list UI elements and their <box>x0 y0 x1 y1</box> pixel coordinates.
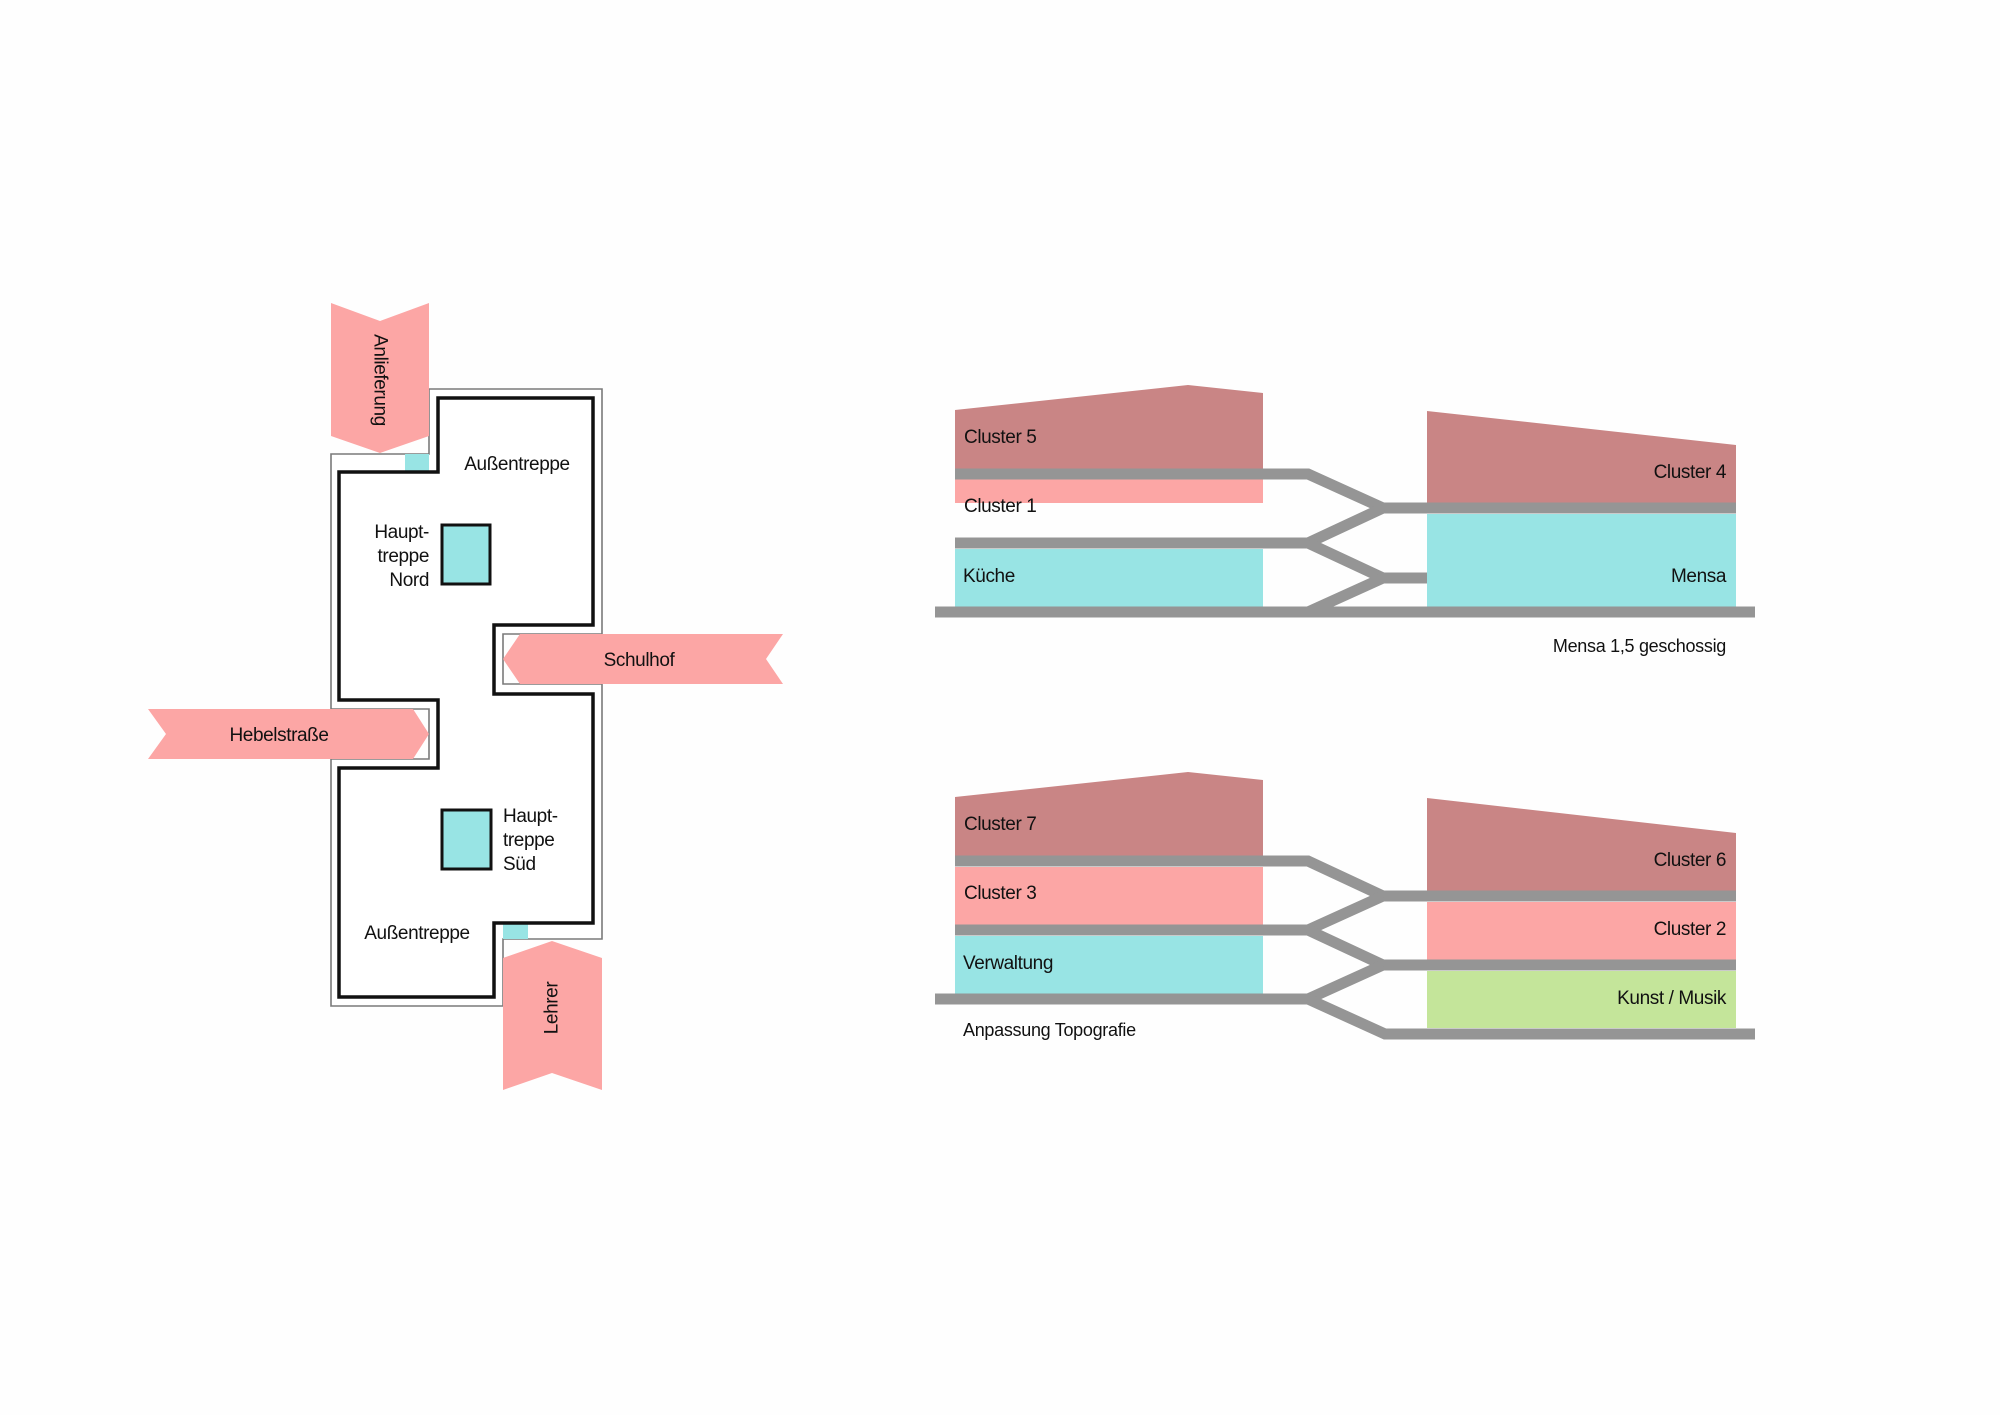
main-stair-south-label-line1: Haupt- <box>503 806 558 827</box>
label-cluster-4: Cluster 4 <box>1654 462 1727 483</box>
slab-line <box>955 468 1736 514</box>
access-arrow-label: Anlieferung <box>370 334 391 426</box>
main-stair-south-label-line2: treppe <box>503 830 554 851</box>
access-arrow-hebelstrasse: Hebelstraße <box>148 709 429 759</box>
section-diagram-top: Cluster 5 Cluster 1 Küche Cluster 4 Mens… <box>935 385 1755 656</box>
access-arrow-schulhof: Schulhof <box>503 634 783 684</box>
volume-cluster-7 <box>955 772 1263 856</box>
access-arrow-label: Hebelstraße <box>229 725 328 746</box>
volume-verwaltung <box>955 936 1263 994</box>
main-stair-north <box>440 523 492 586</box>
main-stair-south <box>440 808 493 871</box>
access-arrow-lehrer: Lehrer <box>503 941 602 1090</box>
outer-stair-south-patch <box>503 922 528 939</box>
arrow-right-icon <box>148 709 429 759</box>
outer-stair-north-patch <box>405 454 429 472</box>
section-diagram-bottom: Cluster 7 Cluster 3 Verwaltung Cluster 6… <box>935 772 1755 1040</box>
arrow-left-icon <box>503 634 783 684</box>
slab-line <box>955 855 1736 902</box>
main-stair-north-label-line2: treppe <box>378 546 429 567</box>
label-cluster-3: Cluster 3 <box>964 883 1036 904</box>
volume-mensa <box>1427 514 1736 607</box>
volume-cluster-6 <box>1427 798 1736 891</box>
outer-stair-north-label: Außentreppe <box>464 454 569 475</box>
label-kueche: Küche <box>963 566 1015 587</box>
volume-cluster-1 <box>955 479 1263 503</box>
label-cluster-1: Cluster 1 <box>964 496 1036 517</box>
section-caption: Anpassung Topografie <box>963 1020 1136 1040</box>
volume-kueche <box>955 549 1263 607</box>
section-caption: Mensa 1,5 geschossig <box>1553 636 1726 656</box>
volume-cluster-4 <box>1427 411 1736 503</box>
outer-stair-south-label: Außentreppe <box>364 923 469 944</box>
label-verwaltung: Verwaltung <box>963 953 1053 974</box>
label-cluster-5: Cluster 5 <box>964 427 1036 448</box>
access-arrow-anlieferung: Anlieferung <box>331 303 429 453</box>
label-kunst-musik: Kunst / Musik <box>1617 988 1727 1009</box>
access-arrow-label: Schulhof <box>604 650 676 671</box>
access-arrow-label: Lehrer <box>542 981 563 1035</box>
label-mensa: Mensa <box>1671 566 1727 587</box>
volume-cluster-3 <box>955 867 1263 925</box>
label-cluster-7: Cluster 7 <box>964 814 1036 835</box>
main-stair-north-label-line1: Haupt- <box>374 522 429 543</box>
arrow-down-icon <box>331 303 429 453</box>
volume-cluster-5 <box>955 385 1263 469</box>
volume-kunst-musik <box>1427 971 1736 1028</box>
label-cluster-2: Cluster 2 <box>1654 919 1726 940</box>
ground-line <box>1305 993 1755 1040</box>
arrow-up-icon <box>503 941 602 1090</box>
main-stair-north-label-line3: Nord <box>389 570 429 591</box>
main-stair-south-label-line3: Süd <box>503 854 536 875</box>
floor-slabs <box>935 855 1755 1040</box>
building-wall-inner <box>337 396 595 999</box>
slab-line <box>1305 572 1386 618</box>
floor-slabs <box>935 468 1755 618</box>
building-outline-outer <box>330 388 603 1007</box>
volume-cluster-2 <box>1427 902 1736 960</box>
label-cluster-6: Cluster 6 <box>1654 850 1726 871</box>
floor-plan: Außentreppe Außentreppe Haupt- treppe No… <box>148 303 783 1090</box>
